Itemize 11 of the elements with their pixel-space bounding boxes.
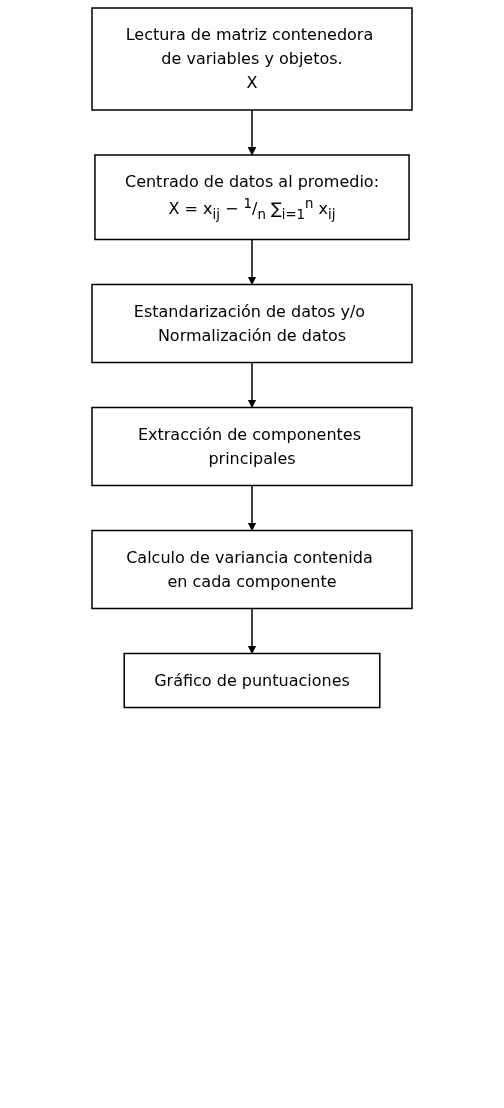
node-box: Calculo de variancia contenida en cada componente	[91, 529, 413, 610]
arrow	[247, 361, 257, 408]
arrow	[247, 238, 257, 285]
node-box: Centrado de datos al promedio: X = x$_{ij}$ − $^{1}$/$_{n}$ ∑$_{i=1}$$^{n}$ x$_{ij}$	[94, 154, 410, 241]
node-box: Gráfico de puntuaciones	[123, 652, 381, 709]
arrow	[247, 109, 257, 156]
node-box: Estandarización de datos y/o Normalización de datos	[91, 283, 413, 364]
node-box: Extracción de componentes principales	[91, 406, 413, 487]
arrow	[247, 607, 257, 654]
arrow	[247, 484, 257, 531]
node-box: Lectura de matriz contenedora de variables y objetos. X	[91, 7, 413, 111]
